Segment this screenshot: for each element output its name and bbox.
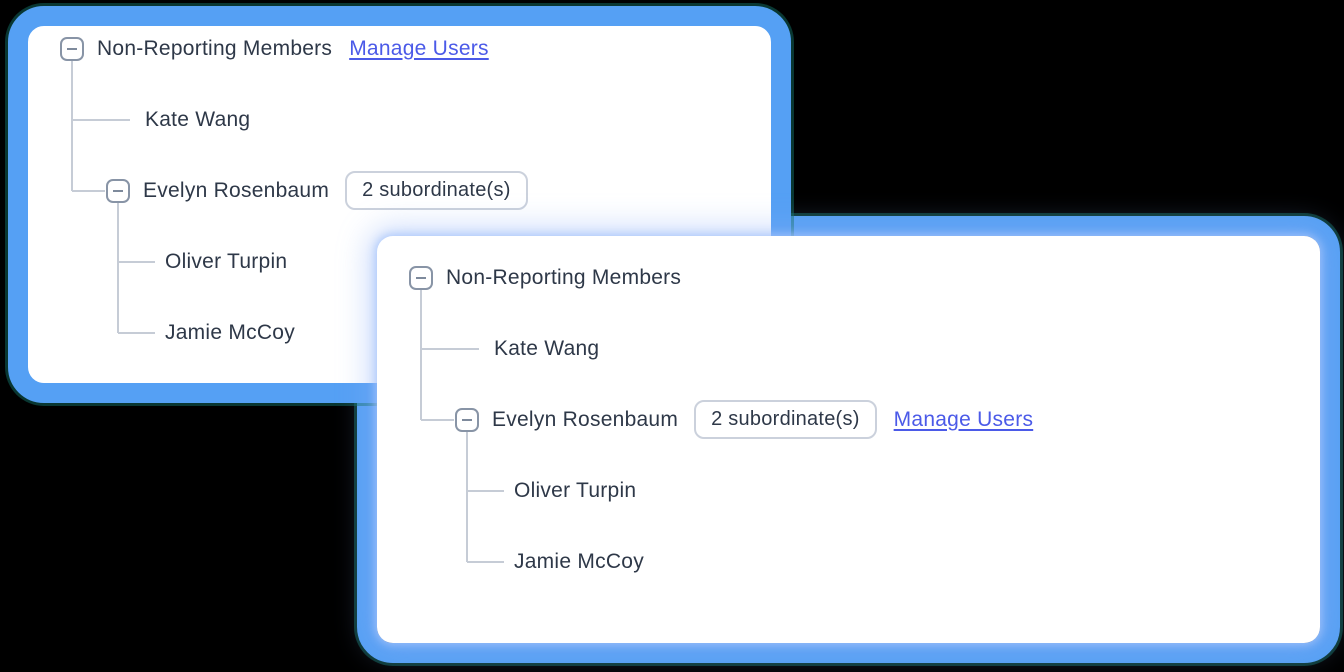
tree-row-member: Oliver Turpin [28, 226, 771, 297]
tree-row-group: Non-Reporting Members Manage Users [28, 26, 771, 84]
member-label: Evelyn Rosenbaum [492, 407, 679, 431]
tree-connector-line [420, 290, 422, 420]
tree-connector-line [466, 432, 468, 562]
tree-connector-line [467, 489, 504, 492]
tree-connector-line [72, 189, 105, 192]
collapse-icon[interactable] [455, 407, 479, 432]
tree-connector-line [118, 331, 155, 334]
member-label: Oliver Turpin [165, 249, 288, 273]
collapse-icon[interactable] [409, 265, 433, 290]
tree-row-group: Evelyn Rosenbaum 2 subordinate(s) Manage… [377, 384, 1320, 455]
tree-connector-line [118, 260, 155, 263]
manage-users-link[interactable]: Manage Users [893, 407, 1034, 431]
subordinate-count-badge: 2 subordinate(s) [694, 400, 877, 439]
member-label: Oliver Turpin [514, 478, 637, 502]
tree-row-group: Evelyn Rosenbaum 2 subordinate(s) [28, 155, 771, 226]
tree-connector-line [117, 203, 119, 333]
tree-connector-line [421, 418, 454, 421]
tree-connector-line [421, 347, 479, 350]
manage-users-link[interactable]: Manage Users [349, 36, 489, 60]
member-label: Kate Wang [145, 107, 251, 131]
collapse-icon[interactable] [60, 36, 84, 61]
tree-row-member: Oliver Turpin [377, 455, 1320, 526]
org-tree-1: Non-Reporting Members Manage Users Kate … [28, 26, 771, 368]
member-label: Evelyn Rosenbaum [143, 178, 330, 202]
tree-row-group: Non-Reporting Members [377, 242, 1320, 313]
tree-row-member: Kate Wang [28, 84, 771, 155]
tree-row-member: Jamie McCoy [28, 297, 771, 368]
member-label: Kate Wang [494, 336, 600, 360]
tree-connector-line [72, 118, 130, 121]
tree-connector-line [71, 61, 73, 191]
subordinate-count-badge: 2 subordinate(s) [345, 171, 528, 210]
group-label: Non-Reporting Members [97, 36, 333, 60]
tree-connector-line [467, 560, 504, 563]
org-tree-2: Non-Reporting Members Kate Wang Evelyn R… [377, 242, 1320, 597]
tree-row-member: Jamie McCoy [377, 526, 1320, 597]
collapse-icon[interactable] [106, 178, 130, 203]
tree-row-member: Kate Wang [377, 313, 1320, 384]
panel-2: Non-Reporting Members Kate Wang Evelyn R… [377, 236, 1320, 643]
member-label: Jamie McCoy [514, 549, 644, 573]
group-label: Non-Reporting Members [446, 265, 682, 289]
member-label: Jamie McCoy [165, 320, 295, 344]
